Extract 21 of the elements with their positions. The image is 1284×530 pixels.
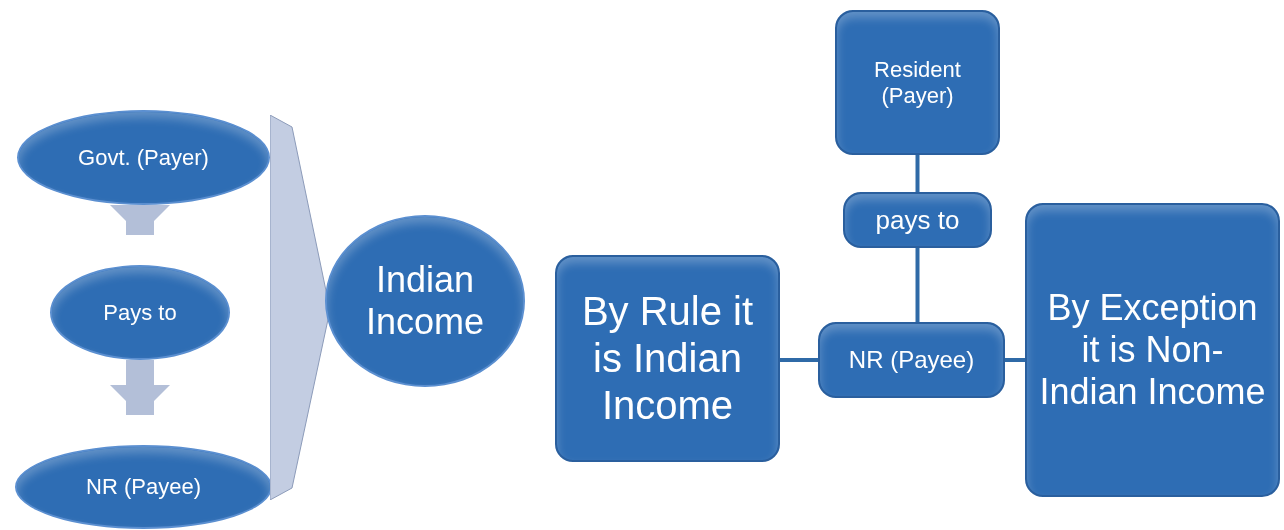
process-box — [1025, 203, 1280, 497]
node-label: By Rule it is Indian Income — [580, 288, 755, 429]
node-label: Govt. (Payer) — [78, 144, 209, 171]
node-label: NR (Payee) — [848, 345, 975, 375]
node-label: NR (Payee) — [86, 474, 201, 500]
connector-line — [915, 248, 920, 322]
node-label: pays to — [875, 204, 960, 236]
connector-line — [1005, 358, 1025, 362]
node-label: Indian Income — [364, 258, 486, 344]
connector-line — [780, 358, 818, 362]
process-box — [555, 255, 780, 462]
process-box — [843, 192, 992, 248]
process-box — [835, 10, 1000, 155]
node-label: By Exception it is Non-Indian Income — [1038, 286, 1267, 414]
node-label: Pays to — [103, 299, 177, 326]
chevron-shape — [270, 115, 330, 500]
block-arrow — [110, 360, 170, 415]
block-arrow — [110, 205, 170, 235]
process-box — [818, 322, 1005, 398]
connector-line — [915, 155, 920, 192]
node-label: Resident (Payer) — [873, 56, 962, 109]
